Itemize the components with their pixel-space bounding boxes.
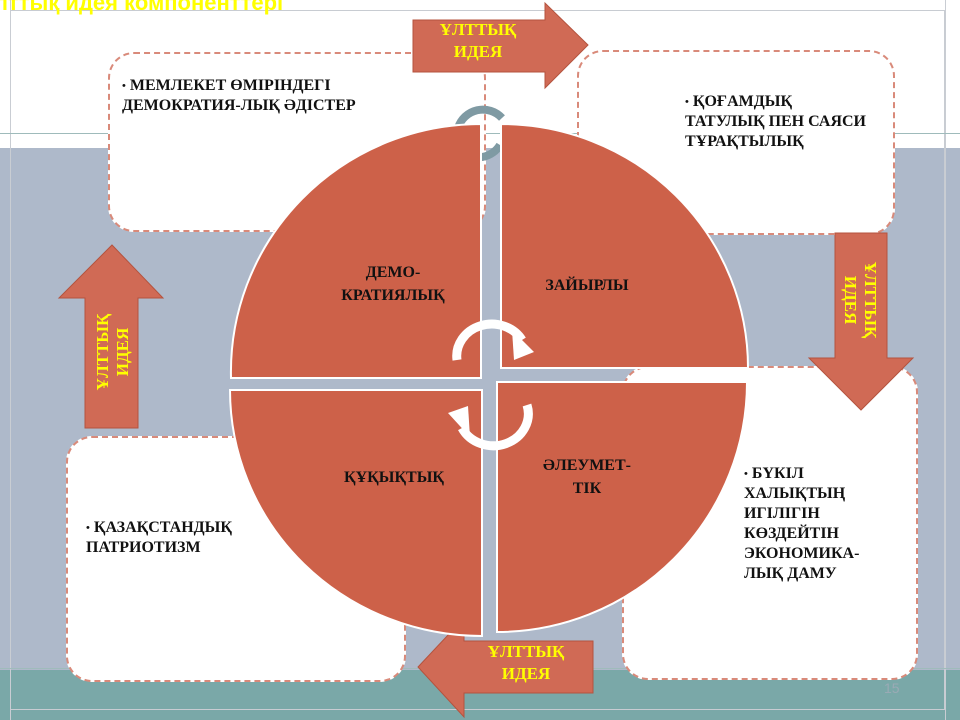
quadrant-top-left-label: ДЕМО-КРАТИЯЛЫҚ (341, 264, 445, 304)
card-top-right-text: ҚОҒАМДЫҚ ТАТУЛЫҚ ПЕН САЯСИ ТҰРАҚТЫЛЫҚ (685, 93, 866, 150)
guide-line-right (945, 0, 946, 720)
quadrant-top-left (229, 122, 482, 379)
quadrant-top-right-label: ЗАЙЫРЛЫ (545, 275, 628, 294)
slide-title: лттық идея компоненттері (0, 0, 284, 15)
arrow-left-label: ҰЛТТЫҚИДЕЯ (93, 313, 132, 390)
arrow-left: ҰЛТТЫҚИДЕЯ (57, 244, 165, 429)
quadrant-bottom-right-label: ӘЛЕУМЕТ-ТІК (543, 457, 631, 497)
slide-number: 15 (884, 680, 900, 696)
card-top-right: •ҚОҒАМДЫҚ ТАТУЛЫҚ ПЕН САЯСИ ТҰРАҚТЫЛЫҚ (577, 50, 895, 235)
card-top-left-text: МЕМЛЕКЕТ ӨМІРІНДЕГІ ДЕМОКРАТИЯ-ЛЫҚ ӘДІСТ… (122, 77, 356, 114)
quadrant-top-right (500, 122, 750, 369)
center-cycle-icon (448, 319, 534, 451)
quadrant-bottom-left (228, 389, 483, 638)
quadrant-bottom-right (496, 381, 749, 634)
card-bottom-left-text: ҚАЗАҚСТАНДЫҚ ПАТРИОТИЗМ (86, 519, 232, 556)
card-bottom-right-text: БҮКІЛ ХАЛЫҚТЫҢ ИГІЛІГІН КӨЗДЕЙТІН ЭКОНОМ… (744, 465, 860, 582)
arrow-right: ҰЛТТЫҚИДЕЯ (807, 232, 915, 411)
arrow-right-label: ҰЛТТЫҚИДЕЯ (841, 262, 880, 339)
quadrant-bottom-left-label: ҚҰҚЫҚТЫҚ (344, 469, 444, 486)
guide-line-left (10, 0, 11, 720)
